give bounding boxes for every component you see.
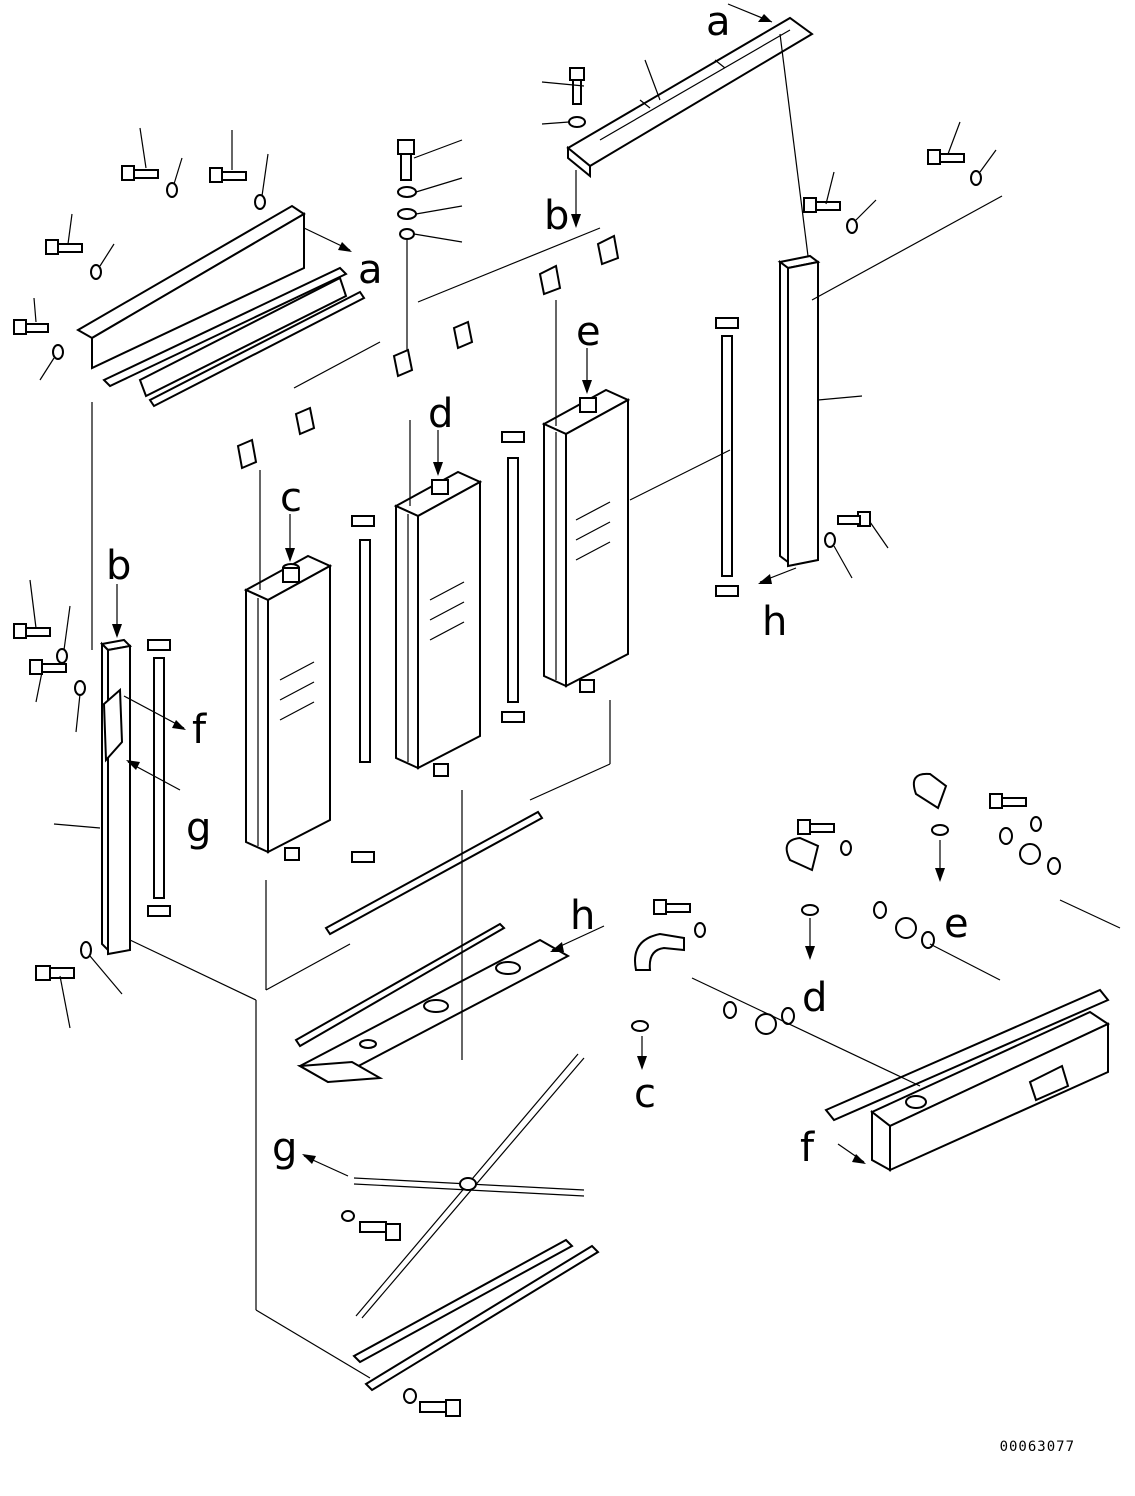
ref-letter-a-top: a (706, 0, 731, 45)
ref-letter-h-bottom: h (570, 893, 596, 939)
ref-letter-b-left: b (106, 543, 132, 589)
ref-letter-c-hose: c (634, 1071, 656, 1117)
right-vertical-post (777, 254, 863, 568)
arrow-e-core (582, 348, 592, 394)
ref-letter-b-top: b (544, 193, 570, 239)
mount-brackets (236, 234, 620, 470)
ref-letter-h-right: h (762, 599, 788, 645)
arrow-g-left (126, 760, 181, 791)
bolt-cross-brace (341, 1210, 401, 1241)
seal-strips (147, 317, 739, 917)
upper-left-frame-beam (75, 204, 366, 408)
bolt-cluster-left (13, 579, 123, 1029)
arrow-b-top (571, 170, 581, 228)
arrow-f-tank (837, 1143, 866, 1164)
bolt-top-beam (541, 67, 586, 128)
bolt-cluster-upper-left (13, 127, 269, 381)
radiator-core-e (541, 388, 631, 693)
arrow-h-bottom (550, 925, 605, 952)
ref-letter-e-hose: e (944, 901, 969, 947)
ref-letter-f-left: f (192, 707, 207, 753)
leader-lines (91, 33, 1121, 1379)
ref-letter-g-brace: g (272, 1125, 298, 1171)
arrow-a-top (727, 3, 773, 23)
arrow-a-left (303, 227, 352, 252)
arrow-c-core (285, 514, 295, 562)
arrow-b-left (112, 584, 122, 638)
ref-letter-g-left: g (186, 805, 212, 851)
ref-letter-f-tank: f (800, 1125, 815, 1171)
ref-letter-a-left: a (358, 247, 383, 293)
radiator-core-c (243, 554, 333, 861)
arrow-d-core (433, 430, 443, 476)
ref-letter-c-core: c (280, 475, 302, 521)
arrow-f-left (123, 695, 186, 730)
ref-letter-d-core: d (428, 391, 454, 437)
drawing-number: 00063077 (999, 1439, 1075, 1455)
arrow-d-hose (805, 918, 815, 960)
radiator-core-d (393, 470, 483, 777)
reservoir-tank (824, 988, 1111, 1172)
cross-brace (353, 1053, 585, 1319)
bolt-cluster-lower-right (653, 793, 1042, 938)
bolt-cluster-upper-right (803, 121, 1003, 579)
arrow-h-right (758, 567, 797, 584)
arrow-g-brace (302, 1154, 349, 1177)
left-vertical-post (53, 638, 133, 956)
ref-letter-e-core: e (576, 309, 601, 355)
bottom-angle-rails (352, 1238, 600, 1417)
arrow-e-hose (935, 840, 945, 882)
arrow-c-hose (637, 1036, 647, 1070)
bottom-center-beam (294, 810, 571, 1084)
ref-letter-d-hose: d (802, 975, 828, 1021)
top-right-frame-beam (566, 16, 814, 179)
hose-clamps (631, 772, 1061, 1035)
bolt-stack-center (397, 139, 463, 360)
